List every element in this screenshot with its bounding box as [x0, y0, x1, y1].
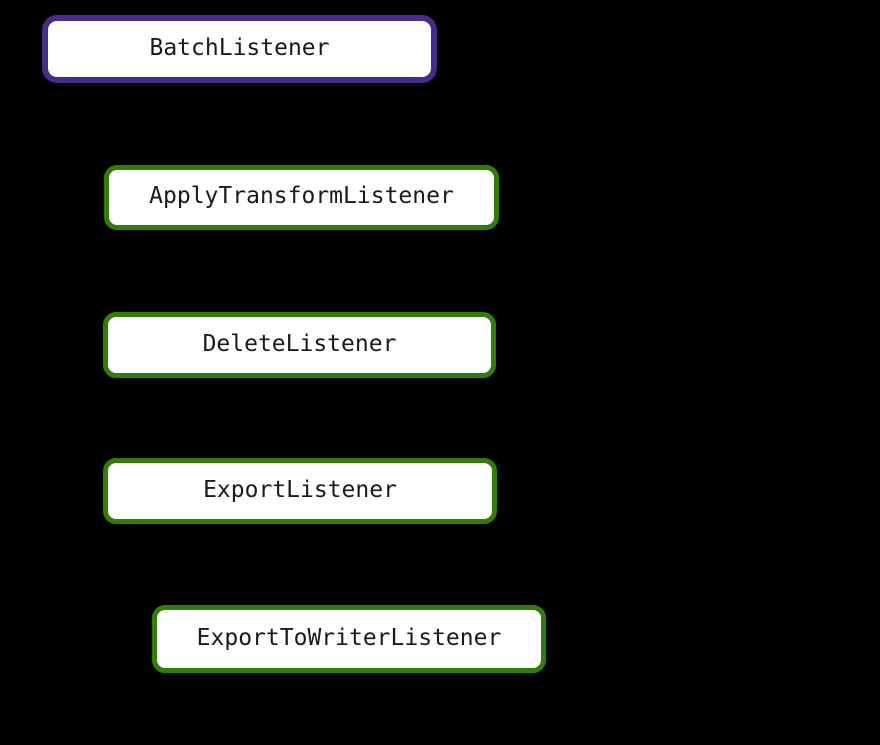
class-node-label: ApplyTransformListener — [149, 183, 454, 209]
class-node-label: BatchListener — [149, 34, 330, 61]
class-node-exporttowriterlistener[interactable]: ExportToWriterListener — [152, 605, 546, 673]
class-node-label: ExportListener — [203, 476, 397, 503]
class-node-batchlistener[interactable]: BatchListener — [42, 15, 437, 83]
class-node-label: ExportToWriterListener — [196, 624, 502, 651]
class-node-exportlistener[interactable]: ExportListener — [103, 458, 497, 524]
class-node-deletelistener[interactable]: DeleteListener — [103, 312, 496, 378]
class-node-label: DeleteListener — [202, 330, 397, 357]
class-node-applytransformlistener[interactable]: ApplyTransformListener — [104, 165, 499, 230]
